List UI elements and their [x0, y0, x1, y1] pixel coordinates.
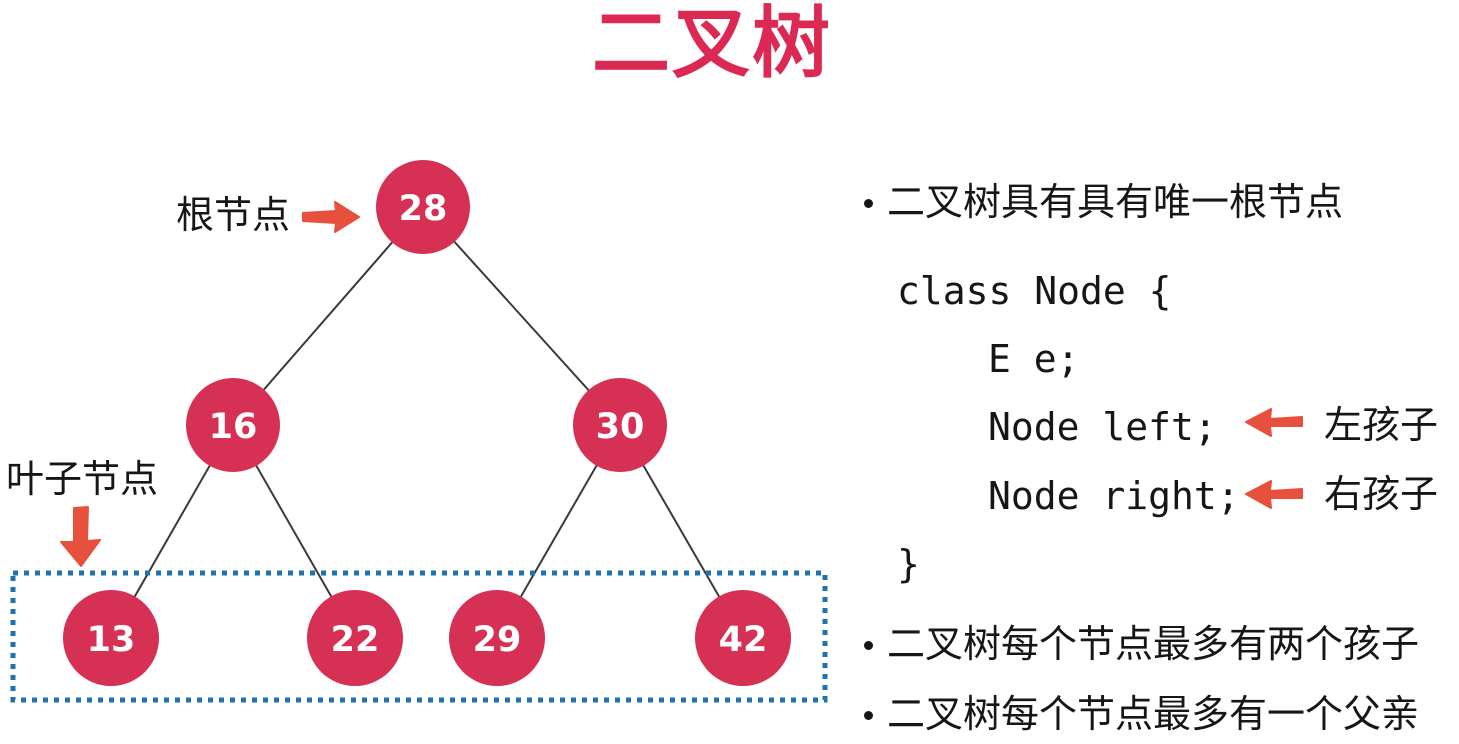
root-node-label: 根节点	[176, 193, 291, 237]
tree-node-leaf-1: 13	[63, 590, 159, 686]
page-title: 二叉树	[592, 0, 833, 89]
code-line-node-right: Node right;	[988, 474, 1240, 518]
binary-tree-diagram: 28 16 30 13 22 29 42	[10, 160, 828, 703]
arrow-left-icon	[1245, 480, 1303, 509]
tree-node-leaf-2: 22	[307, 590, 403, 686]
node-circle	[186, 378, 280, 472]
arrow-left-icon	[1245, 408, 1303, 437]
node-circle	[307, 590, 403, 686]
node-circle	[449, 590, 545, 686]
bullet-item-one-parent: 二叉树每个节点最多有一个父亲	[864, 692, 1420, 736]
bullet-item-two-children: 二叉树每个节点最多有两个孩子	[864, 622, 1420, 666]
node-value: 13	[87, 620, 136, 660]
code-line-close-brace: }	[897, 542, 920, 586]
arrow-down-icon	[60, 506, 101, 567]
node-value: 16	[209, 407, 258, 447]
node-value: 30	[596, 407, 645, 447]
tree-edge-28-30	[422, 206, 621, 426]
right-child-annotation: 右孩子	[1324, 472, 1439, 516]
tree-node-leaf-3: 29	[449, 590, 545, 686]
node-circle	[695, 590, 791, 686]
code-line-node-left: Node left;	[988, 405, 1217, 449]
tree-edge-28-16	[232, 206, 424, 426]
arrow-right-icon	[302, 201, 360, 233]
tree-node-leaf-4: 42	[695, 590, 791, 686]
bullet-text: 二叉树具有具有唯一根节点	[887, 180, 1344, 224]
bullet-dot	[864, 711, 873, 720]
node-value: 22	[331, 620, 380, 660]
node-circle	[63, 590, 159, 686]
node-value: 28	[399, 189, 448, 229]
code-line-class-node: class Node {	[897, 269, 1172, 313]
node-circle	[376, 160, 470, 254]
bullet-text: 二叉树每个节点最多有一个父亲	[887, 692, 1420, 736]
bullet-dot	[864, 199, 873, 208]
code-line-e: E e;	[988, 337, 1080, 381]
tree-node-left-child: 16	[186, 378, 280, 472]
leaf-node-label: 叶子节点	[6, 457, 159, 501]
bullet-dot	[864, 641, 873, 650]
tree-node-right-child: 30	[573, 378, 667, 472]
bullet-item-unique-root: 二叉树具有具有唯一根节点	[864, 180, 1344, 224]
leaf-group-box	[10, 570, 828, 703]
node-circle	[573, 378, 667, 472]
tree-node-root: 28	[376, 160, 470, 254]
node-value: 42	[719, 620, 768, 660]
left-child-annotation: 左孩子	[1324, 403, 1439, 447]
node-value: 29	[473, 620, 522, 660]
bullet-text: 二叉树每个节点最多有两个孩子	[887, 622, 1420, 666]
